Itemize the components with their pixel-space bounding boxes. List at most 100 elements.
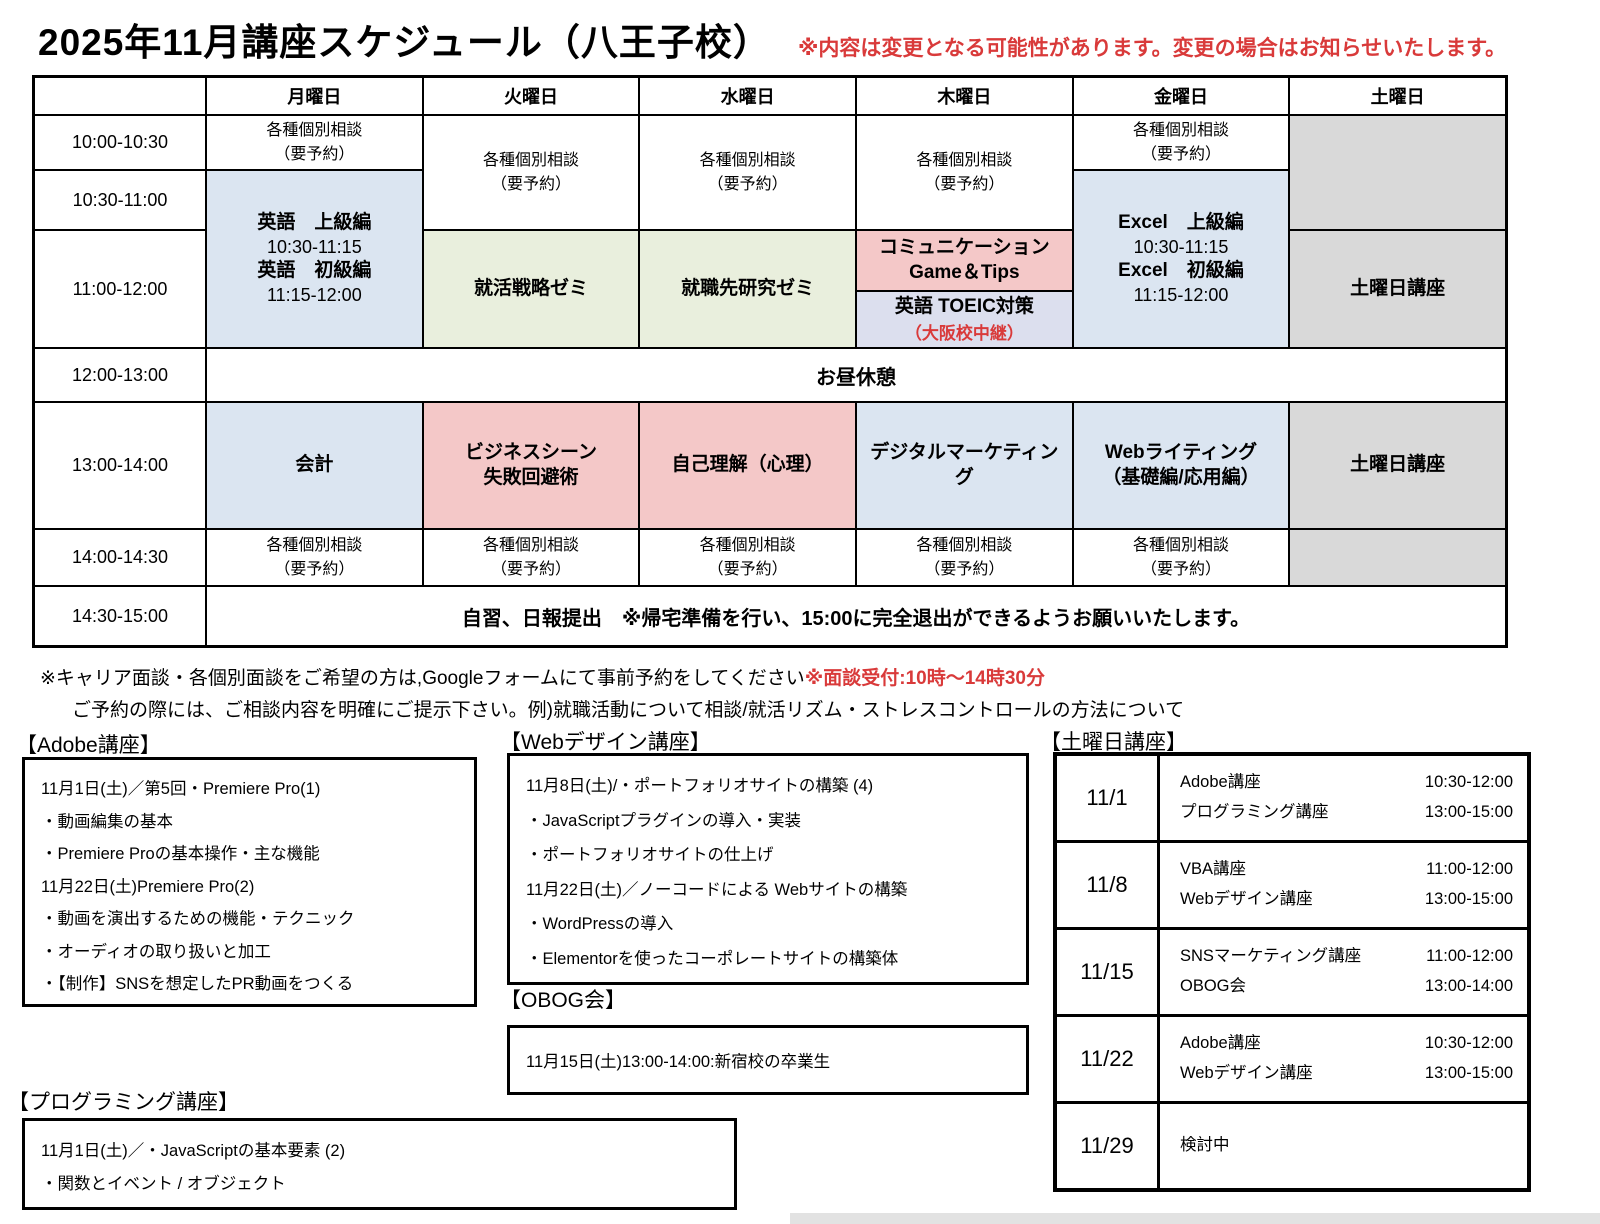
page-title: 2025年11月講座スケジュール（八王子校） [38, 22, 771, 63]
cell-mon-consult-am: 各種個別相談 （要予約） [207, 116, 422, 169]
course-name: SNSマーケティング講座 [1180, 947, 1362, 966]
cell-thu-marketing: デジタルマーケティング [857, 403, 1072, 528]
adobe-line: ・動画編集の基本 [41, 812, 173, 831]
course-name: 英語 TOEIC対策 [894, 295, 1034, 317]
course-name: コミュニケーション [879, 236, 1050, 258]
consult-line: 各種個別相談 [482, 537, 579, 555]
programming-line: ・関数とイベント / オブジェクト [41, 1175, 286, 1193]
consult-line: （要予約） [490, 560, 571, 578]
course-time: 11:15-12:00 [1133, 284, 1229, 305]
course-name: （基礎編/応用編） [1102, 466, 1260, 488]
programming-heading: 【プログラミング講座】 [8, 1091, 239, 1114]
course-time: 13:00-15:00 [1424, 803, 1513, 821]
cell-sat-course-am: 土曜日講座 [1290, 231, 1505, 347]
course-time: 11:15-12:00 [266, 284, 362, 305]
course-name: Excel 上級編 [1118, 211, 1244, 233]
cell-sat-empty-am [1290, 116, 1505, 229]
cell-tue-consult-am: 各種個別相談 （要予約） [423, 116, 639, 229]
programming-box: 11月1日(土)／・JavaScriptの基本要素 (2) ・関数とイベント /… [22, 1118, 737, 1210]
adobe-line: 11月22日(土)Premiere Pro(2) [41, 877, 255, 896]
reservation-note-text: ※キャリア面談・各個別面談をご希望の方は,Googleフォームにて事前予約をして… [40, 668, 805, 689]
webdesign-line: ・ポートフォリオサイトの仕上げ [526, 846, 774, 864]
time-label: 13:00-14:00 [35, 403, 205, 528]
day-header-tuesday: 火曜日 [423, 78, 639, 114]
consult-line: 各種個別相談 [482, 152, 579, 170]
course-time: 13:00-15:00 [1424, 1064, 1513, 1082]
course-name: Adobe講座 [1180, 773, 1261, 792]
cell-wed-selfunderstanding: 自己理解（心理） [640, 403, 855, 528]
webdesign-course-box: 11月8日(土)/・ポートフォリオサイトの構築 (4) ・JavaScriptプ… [507, 753, 1029, 985]
adobe-line: ・【制作】SNSを想定したPR動画をつくる [41, 975, 354, 993]
consult-line: 各種個別相談 [1132, 537, 1229, 555]
programming-line: 11月1日(土)／・JavaScriptの基本要素 (2) [41, 1142, 346, 1160]
day-header-friday: 金曜日 [1073, 78, 1289, 114]
saturday-row: 11/29 検討中 [1057, 1104, 1527, 1188]
time-label: 10:00-10:30 [35, 116, 205, 169]
course-name: Webライティング [1104, 441, 1258, 463]
course-name: ビジネスシーン [464, 441, 598, 463]
saturday-date: 11/22 [1057, 1017, 1157, 1101]
adobe-line: ・Premiere Proの基本操作・主な機能 [41, 845, 320, 863]
webdesign-line: ・WordPressの導入 [526, 915, 674, 933]
adobe-line: ・オーディオの取り扱いと加工 [41, 942, 271, 961]
obog-line: 11月15日(土)13:00-14:00:新宿校の卒業生 [526, 1053, 831, 1071]
cell-tue-consult-pm: 各種個別相談 （要予約） [423, 530, 639, 585]
course-time: 11:00-12:00 [1426, 860, 1513, 879]
consult-line: （要予約） [924, 175, 1005, 193]
cell-fri-consult-am: 各種個別相談 （要予約） [1073, 116, 1289, 169]
consult-line: 各種個別相談 [699, 537, 796, 555]
cell-mon-accounting: 会計 [207, 403, 422, 528]
time-label: 10:30-11:00 [35, 171, 205, 229]
window-edge-strip [790, 1213, 1600, 1224]
consult-line: 各種個別相談 [266, 122, 363, 140]
cell-thu-communication: コミュニケーション Game＆Tips [857, 231, 1072, 291]
course-time: 10:30-11:15 [1133, 236, 1229, 257]
saturday-date: 11/15 [1057, 930, 1157, 1014]
cell-sat-empty-pm [1290, 530, 1505, 585]
course-time: 11:00-12:00 [1426, 947, 1513, 966]
course-name: プログラミング講座 [1180, 803, 1329, 821]
consult-line: 各種個別相談 [916, 152, 1013, 170]
consult-line: 各種個別相談 [266, 537, 363, 555]
consult-line: 各種個別相談 [699, 152, 796, 170]
cell-mon-consult-pm: 各種個別相談 （要予約） [207, 530, 422, 585]
saturday-date: 11/8 [1057, 843, 1157, 927]
consult-line: （要予約） [274, 145, 355, 163]
obog-heading: 【OBOG会】 [500, 989, 627, 1012]
course-name: 検討中 [1180, 1136, 1230, 1155]
course-name: Webデザイン講座 [1180, 1064, 1313, 1082]
cell-fri-excel: Excel 上級編 10:30-11:15 Excel 初級編 11:15-12… [1073, 171, 1289, 347]
cell-wed-consult-pm: 各種個別相談 （要予約） [640, 530, 855, 585]
course-time: 13:00-14:00 [1424, 977, 1513, 995]
course-time: 10:30-12:00 [1424, 1034, 1513, 1053]
day-header-monday: 月曜日 [207, 78, 422, 114]
webdesign-line: ・Elementorを使ったコーポレートサイトの構築体 [526, 949, 899, 968]
webdesign-line: ・JavaScriptプラグインの導入・実装 [526, 811, 802, 830]
webdesign-course-heading: 【Webデザイン講座】 [500, 731, 711, 754]
cell-lunch-break: お昼休憩 [207, 349, 1505, 401]
cell-thu-split: コミュニケーション Game＆Tips 英語 TOEIC対策 （大阪校中継） [857, 231, 1072, 347]
day-header-saturday: 土曜日 [1290, 78, 1505, 114]
consult-line: （要予約） [274, 560, 355, 578]
cell-sat-course-pm: 土曜日講座 [1290, 403, 1505, 528]
webdesign-line: 11月8日(土)/・ポートフォリオサイトの構築 (4) [526, 777, 874, 795]
schedule-table: 月曜日 火曜日 水曜日 木曜日 金曜日 土曜日 10:00-10:30 10:3… [32, 75, 1508, 648]
consult-line: （要予約） [1140, 560, 1221, 578]
cell-closing-note: 自習、日報提出 ※帰宅準備を行い、15:00に完全退出ができるようお願いいたしま… [207, 587, 1505, 645]
cell-tue-seminar: 就活戦略ゼミ [423, 231, 639, 347]
adobe-line: 11月1日(土)／第5回・Premiere Pro(1) [41, 780, 321, 798]
course-name: VBA講座 [1180, 860, 1247, 879]
course-time: 10:30-11:15 [266, 236, 362, 257]
webdesign-line: 11月22日(土)／ノーコードによる Webサイトの構築 [526, 880, 908, 899]
cell-thu-toeic: 英語 TOEIC対策 （大阪校中継） [857, 292, 1072, 347]
change-notice: ※内容は変更となる可能性があります。変更の場合はお知らせいたします。 [798, 37, 1507, 60]
consult-line: （要予約） [1140, 145, 1221, 163]
time-label: 14:30-15:00 [35, 587, 205, 645]
cell-wed-seminar: 就職先研究ゼミ [640, 231, 855, 347]
